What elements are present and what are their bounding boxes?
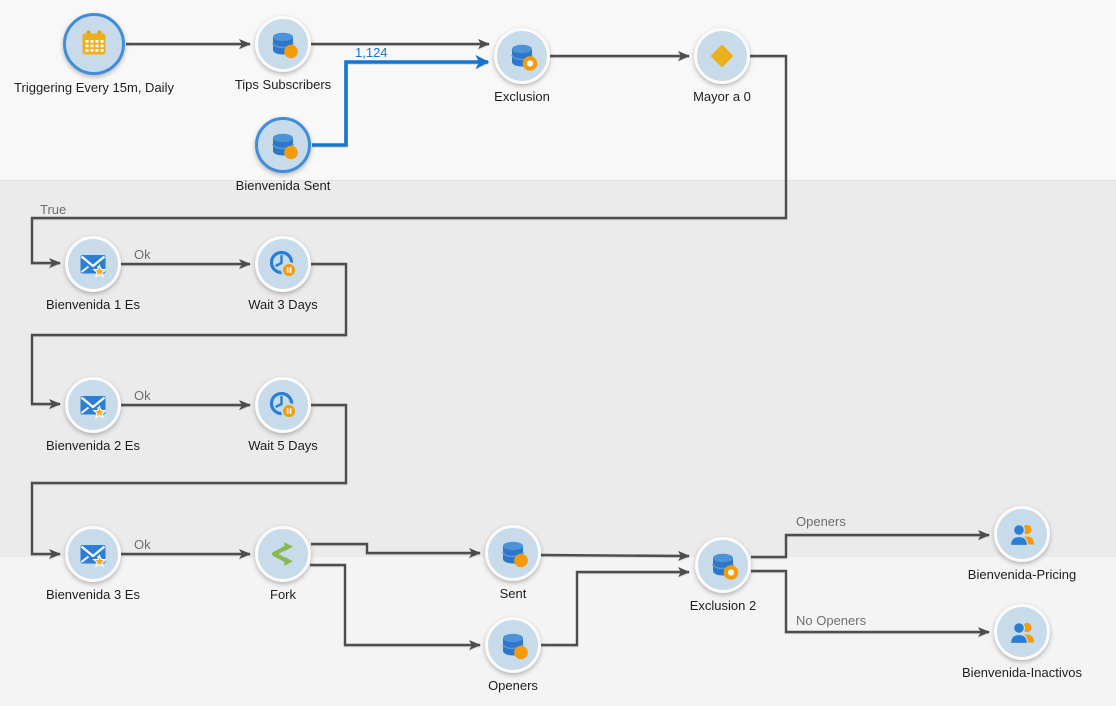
database-add-icon bbox=[272, 133, 298, 160]
node-wait-5-days[interactable]: Wait 5 Days bbox=[208, 377, 358, 453]
edge-label-openers: Openers bbox=[796, 514, 846, 529]
node-openers[interactable]: Openers bbox=[438, 617, 588, 693]
node-label: Mayor a 0 bbox=[693, 89, 751, 104]
email-star-icon bbox=[80, 545, 107, 568]
node-circle[interactable] bbox=[65, 526, 121, 582]
contacts-icon bbox=[1009, 523, 1034, 547]
node-label: Triggering Every 15m, Daily bbox=[14, 80, 174, 95]
node-bienvenida-inactivos[interactable]: Bienvenida-Inactivos bbox=[947, 604, 1097, 680]
email-star-icon bbox=[80, 255, 107, 278]
database-exclude-icon bbox=[511, 44, 538, 71]
edge-fork-to-sent bbox=[311, 542, 481, 558]
calendar-icon bbox=[82, 30, 106, 55]
node-label: Fork bbox=[270, 587, 296, 602]
node-circle[interactable] bbox=[994, 604, 1050, 660]
node-bienvenida-sent[interactable]: Bienvenida Sent bbox=[208, 117, 358, 193]
database-add-icon bbox=[502, 633, 528, 660]
edge-wait3-to-bienvenida2 bbox=[30, 262, 348, 409]
node-sent[interactable]: Sent bbox=[438, 525, 588, 601]
node-bienvenida-3-es[interactable]: Bienvenida 3 Es bbox=[18, 526, 168, 602]
node-tips-subscribers[interactable]: Tips Subscribers bbox=[208, 16, 358, 92]
database-add-icon bbox=[272, 32, 298, 59]
node-exclusion-2[interactable]: Exclusion 2 bbox=[648, 537, 798, 613]
edge-wait5-to-bienvenida3 bbox=[30, 403, 348, 559]
node-label: Exclusion 2 bbox=[689, 598, 757, 613]
node-label: Wait 5 Days bbox=[248, 438, 318, 453]
node-label: Bienvenida 2 Es bbox=[46, 438, 140, 453]
database-exclude-icon bbox=[712, 553, 739, 580]
node-bienvenida-pricing[interactable]: Bienvenida-Pricing bbox=[947, 506, 1097, 582]
node-label: Sent bbox=[499, 586, 527, 601]
wait-clock-icon bbox=[269, 250, 297, 278]
node-wait-3-days[interactable]: Wait 3 Days bbox=[208, 236, 358, 312]
edge-fork-to-openers bbox=[310, 563, 481, 650]
edge-bienvenida-sent-to-exclusion bbox=[312, 55, 490, 147]
database-add-icon bbox=[502, 541, 528, 568]
node-circle[interactable] bbox=[63, 13, 125, 75]
node-circle[interactable] bbox=[65, 236, 121, 292]
node-label: Bienvenida-Inactivos bbox=[962, 665, 1082, 680]
condition-diamond-icon bbox=[711, 45, 733, 67]
node-circle[interactable] bbox=[994, 506, 1050, 562]
node-triggering[interactable]: Triggering Every 15m, Daily bbox=[0, 13, 189, 95]
fork-icon bbox=[271, 542, 293, 566]
node-label: Wait 3 Days bbox=[248, 297, 318, 312]
node-circle[interactable] bbox=[695, 537, 751, 593]
node-circle[interactable] bbox=[255, 526, 311, 582]
background-band-middle bbox=[0, 180, 1116, 557]
edge-label-no-openers: No Openers bbox=[796, 613, 867, 628]
wait-clock-icon bbox=[269, 391, 297, 419]
edge-exclusion2-to-inactivos bbox=[751, 569, 990, 637]
node-mayor-a-0[interactable]: Mayor a 0 bbox=[647, 28, 797, 104]
node-label: Openers bbox=[488, 678, 538, 693]
node-label: Bienvenida-Pricing bbox=[967, 567, 1077, 582]
node-circle[interactable] bbox=[255, 16, 311, 72]
node-circle[interactable] bbox=[65, 377, 121, 433]
node-circle[interactable] bbox=[494, 28, 550, 84]
node-label: Bienvenida 3 Es bbox=[46, 587, 140, 602]
node-bienvenida-1-es[interactable]: Bienvenida 1 Es bbox=[18, 236, 168, 312]
node-circle[interactable] bbox=[485, 525, 541, 581]
node-exclusion[interactable]: Exclusion bbox=[447, 28, 597, 104]
edge-sent-to-exclusion2 bbox=[540, 550, 690, 561]
node-label: Tips Subscribers bbox=[234, 77, 332, 92]
node-circle[interactable] bbox=[255, 377, 311, 433]
node-fork[interactable]: Fork bbox=[208, 526, 358, 602]
node-label: Bienvenida 1 Es bbox=[46, 297, 140, 312]
node-circle[interactable] bbox=[255, 236, 311, 292]
node-circle[interactable] bbox=[694, 28, 750, 84]
contacts-icon bbox=[1009, 621, 1034, 645]
edge-label-count: 1,124 bbox=[355, 45, 388, 60]
node-circle[interactable] bbox=[485, 617, 541, 673]
node-label: Bienvenida Sent bbox=[235, 178, 331, 193]
edge-label-ok-1: Ok bbox=[134, 247, 151, 262]
edge-openers-to-exclusion2 bbox=[541, 567, 690, 647]
edge-exclusion2-to-pricing bbox=[751, 530, 990, 559]
node-circle[interactable] bbox=[255, 117, 311, 173]
node-label: Exclusion bbox=[494, 89, 550, 104]
node-bienvenida-2-es[interactable]: Bienvenida 2 Es bbox=[18, 377, 168, 453]
email-star-icon bbox=[80, 396, 107, 419]
edge-label-ok-3: Ok bbox=[134, 537, 151, 552]
edge-label-ok-2: Ok bbox=[134, 388, 151, 403]
edge-label-true: True bbox=[40, 202, 67, 217]
edge-mayor-to-bienvenida1-true bbox=[30, 54, 788, 268]
